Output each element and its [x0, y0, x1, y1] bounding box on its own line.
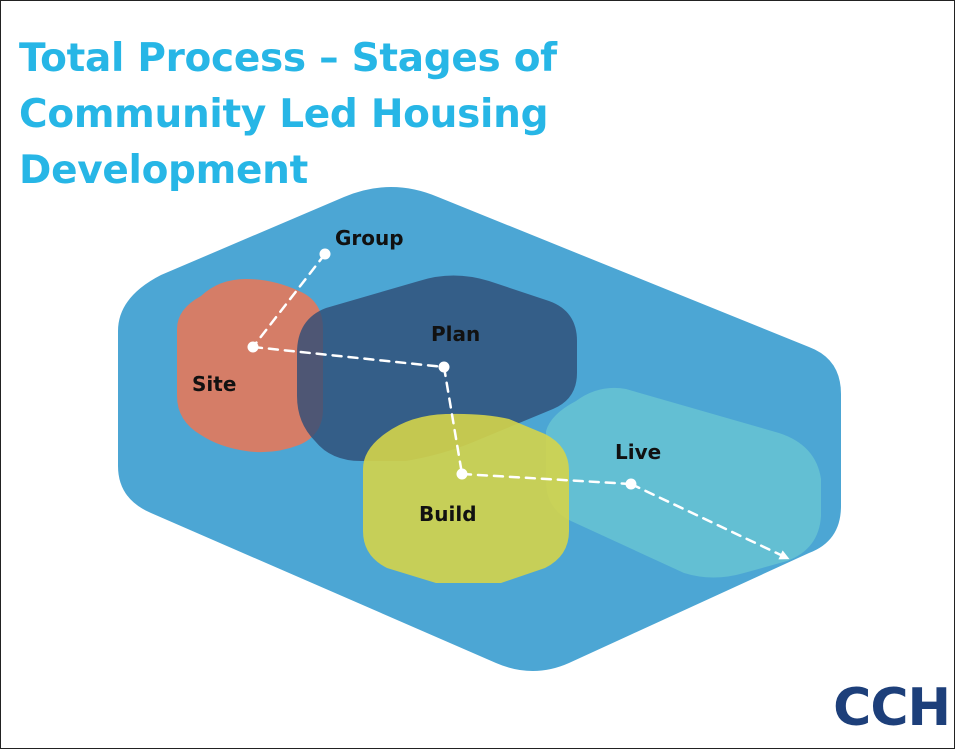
- build-point: [456, 468, 468, 480]
- plan-stage-shape: [297, 275, 577, 461]
- path-group-to-site: [251, 252, 327, 349]
- plan-label: Plan: [431, 322, 480, 346]
- site-stage-shape: [177, 279, 323, 453]
- stage-points: [247, 248, 637, 490]
- live-point: [625, 478, 637, 490]
- process-path: [251, 252, 790, 560]
- path-site-to-plan: [251, 345, 446, 369]
- group-point: [319, 248, 331, 260]
- title-line-1: Total Process – Stages of: [19, 36, 557, 81]
- build-label: Build: [419, 502, 477, 526]
- path-build-to-live: [460, 472, 633, 486]
- build-stage-shape: [363, 413, 569, 583]
- title-line-2: Community Led Housing: [19, 92, 549, 137]
- live-stage-shape: [546, 387, 821, 578]
- live-label: Live: [615, 440, 661, 464]
- site-point: [247, 341, 259, 353]
- slide-title: Total Process – Stages of Community Led …: [19, 31, 557, 199]
- plan-point: [438, 361, 450, 373]
- title-line-3: Development: [19, 148, 308, 193]
- path-plan-to-build: [442, 365, 464, 476]
- path-live-to-end: [629, 482, 790, 560]
- cch-logo: CCH: [833, 678, 951, 738]
- site-label: Site: [192, 372, 236, 396]
- group-label: Group: [335, 226, 404, 250]
